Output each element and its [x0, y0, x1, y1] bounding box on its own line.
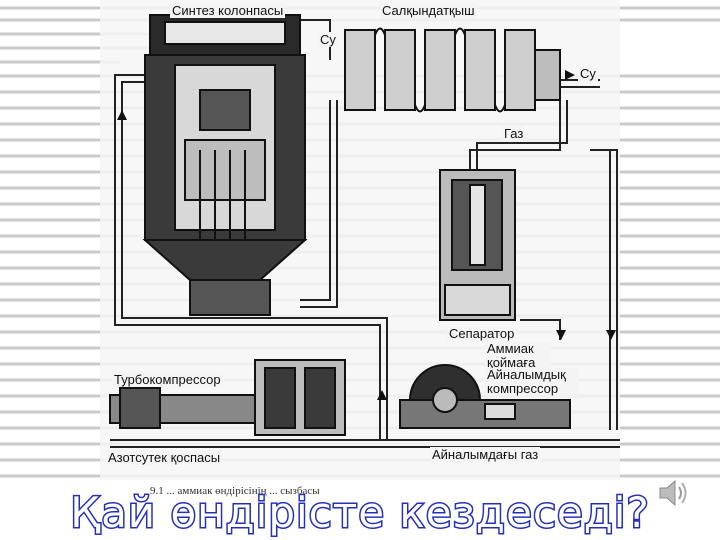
- flow-arrows: [117, 70, 616, 400]
- slide-question: Қай өндірісте кездеседі?: [69, 487, 651, 539]
- label-turbocompressor: Турбокомпрессор: [112, 372, 223, 387]
- figure-caption: 9.1 ... аммиак өндірісінің ... сызбасы: [150, 485, 320, 497]
- label-synthesis-column: Синтез колонпасы: [170, 3, 286, 18]
- label-circulation-compressor: Айналымдық компрессор: [485, 368, 579, 396]
- label-ammonia-storage: Аммиак қоймаға: [485, 342, 551, 370]
- label-water-in: Су: [318, 32, 338, 47]
- label-separator: Сепаратор: [447, 326, 517, 341]
- speaker-icon[interactable]: [656, 476, 690, 510]
- turbocompressor-drawing: [109, 359, 346, 436]
- separator-drawing: [439, 169, 516, 321]
- label-water-out: Су: [578, 66, 598, 81]
- label-circulating-gas: Айналымдағы газ: [430, 447, 541, 462]
- synthesis-column-drawing: [142, 14, 308, 316]
- circulation-compressor-drawing: [399, 364, 571, 429]
- label-gas: Газ: [502, 126, 526, 141]
- label-cooler: Салқындатқыш: [380, 3, 477, 18]
- cooler-drawing: [344, 27, 561, 113]
- label-nitrogen-hydrogen-mixture: Азотсутек қоспасы: [106, 450, 223, 465]
